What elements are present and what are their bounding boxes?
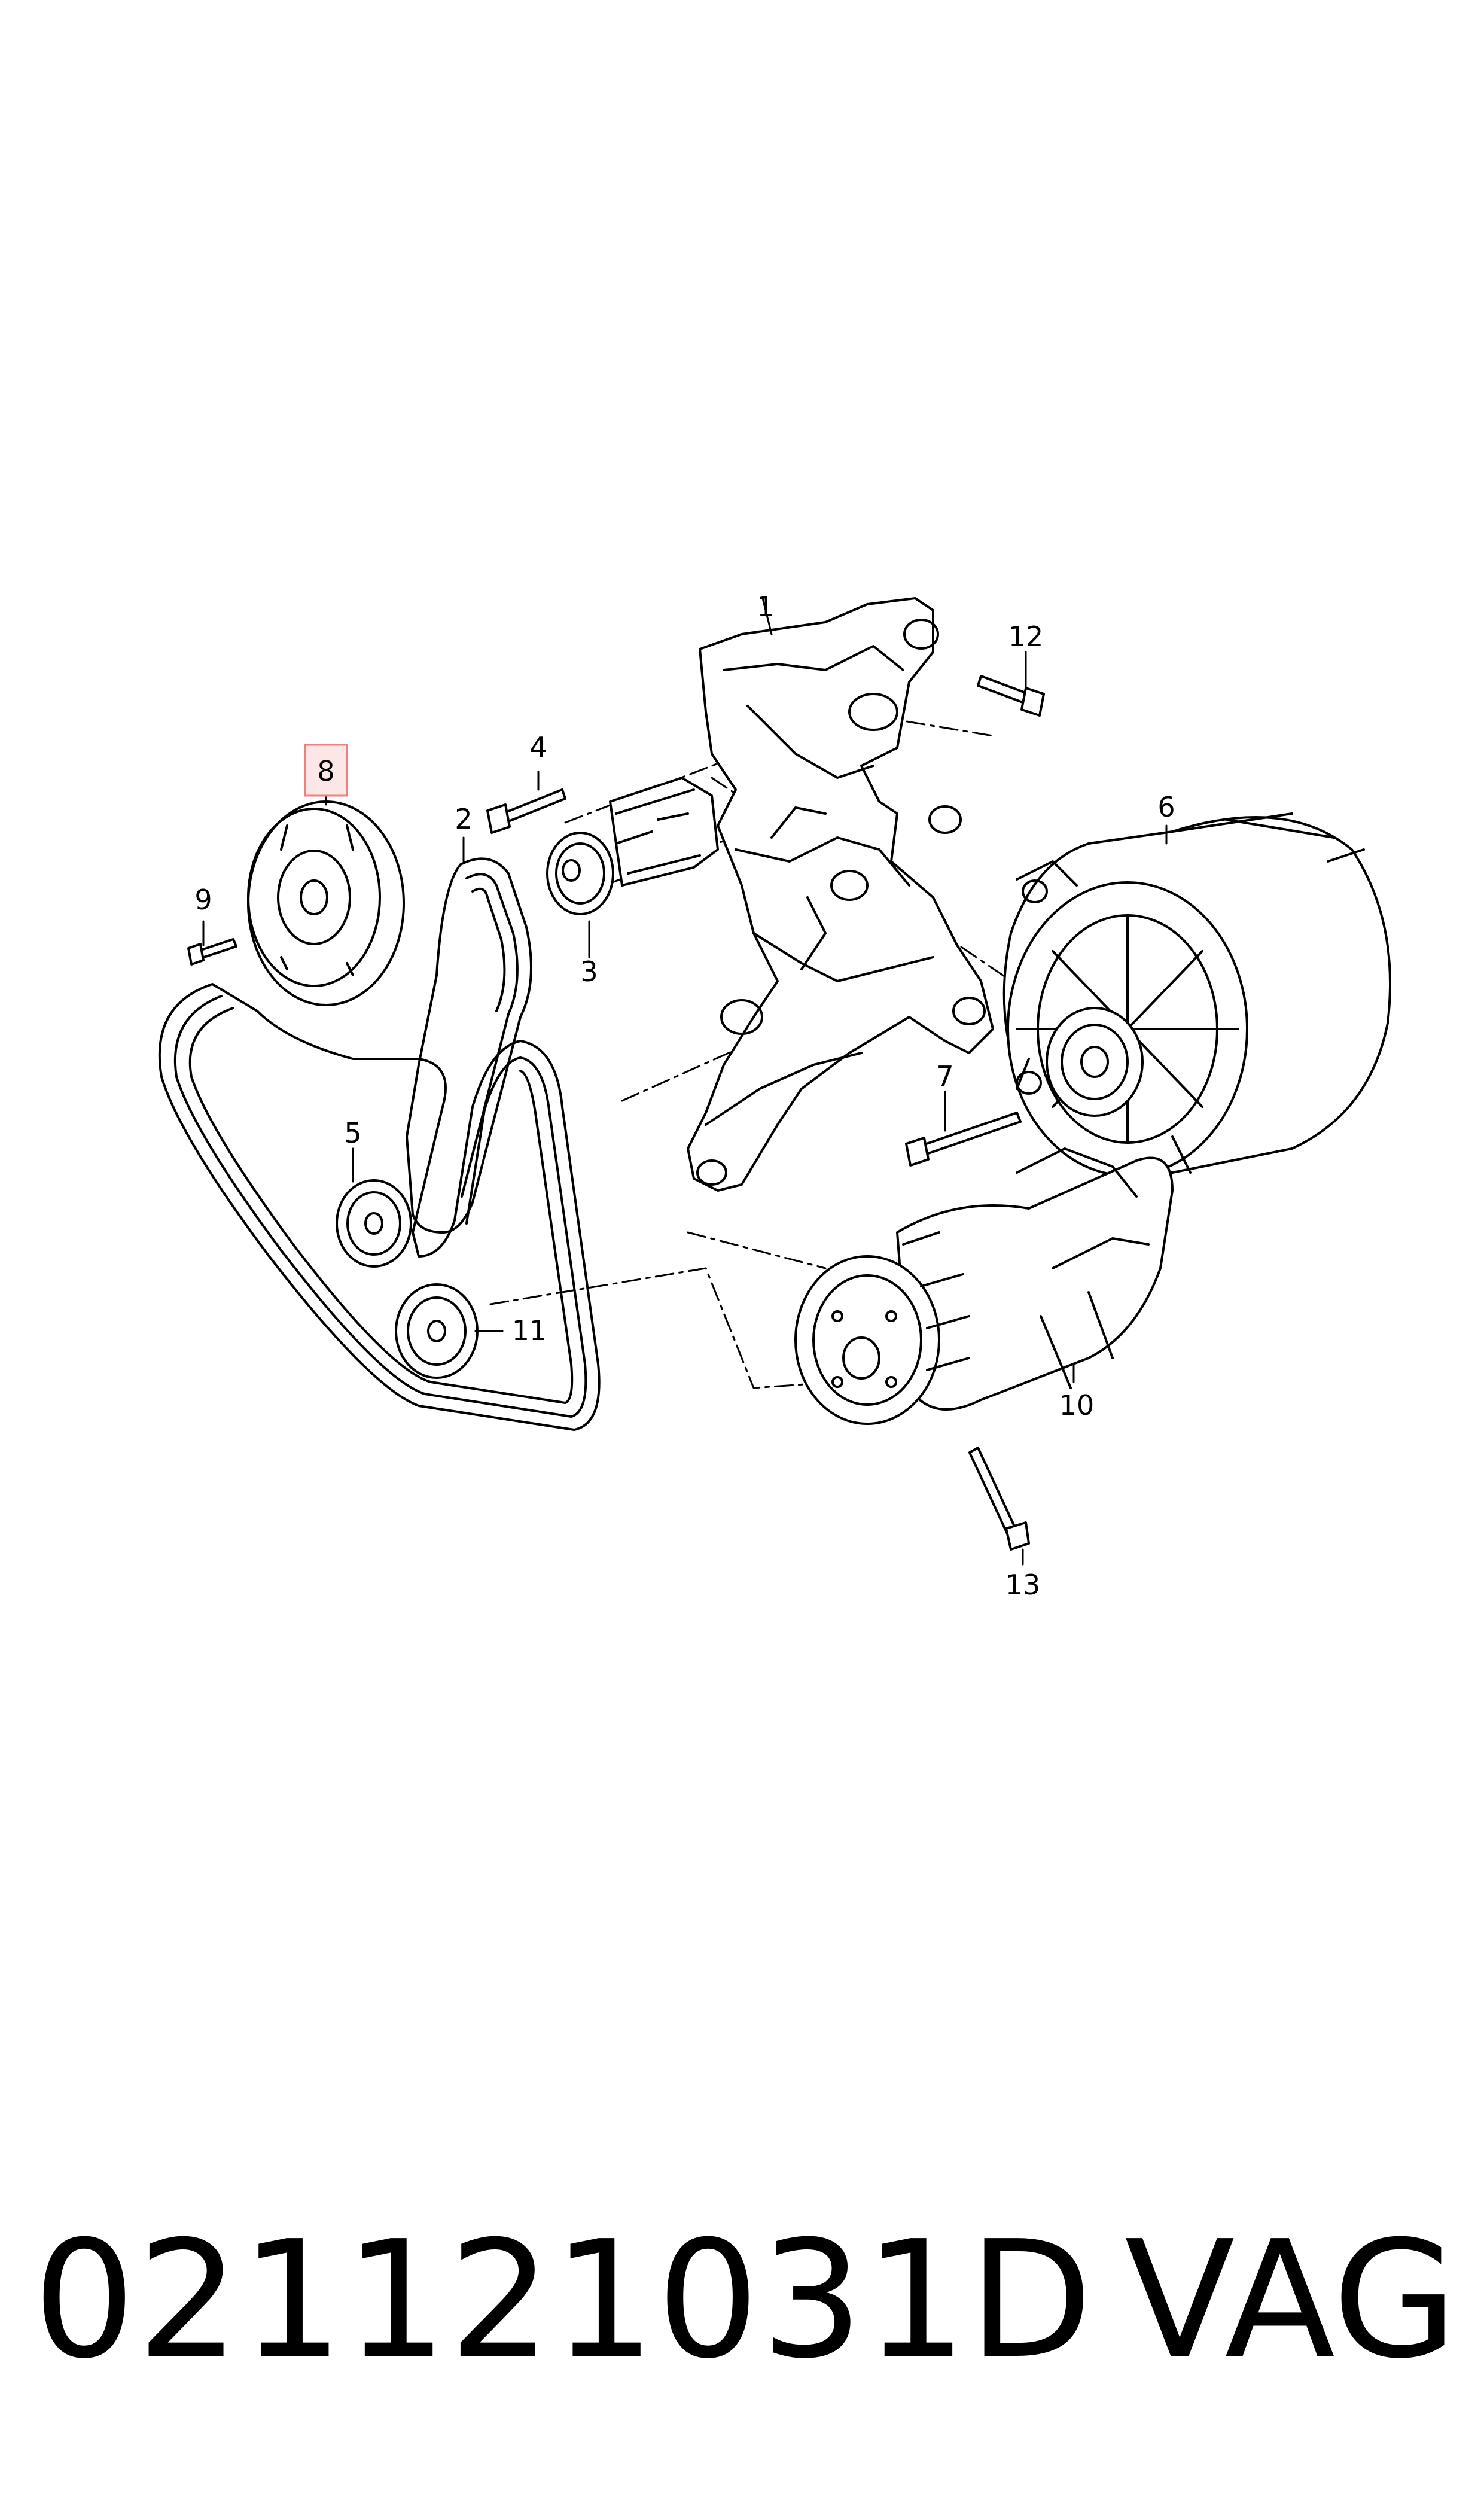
idler-pulley-11	[395, 1283, 479, 1379]
ribbed-v-belt-long	[158, 983, 601, 1431]
alternator	[1002, 812, 1391, 1177]
callout-11: 11	[512, 1314, 547, 1347]
callout-3: 3	[580, 955, 598, 988]
bolt-13	[968, 1447, 1030, 1551]
ac-compressor	[794, 1147, 1174, 1425]
bolt-7	[905, 1112, 1022, 1167]
callout-8: 8	[317, 755, 334, 787]
callout-9: 9	[194, 884, 212, 916]
callout-7: 7	[936, 1060, 953, 1092]
callout-2: 2	[455, 803, 472, 835]
idler-pulley-5	[336, 1179, 412, 1268]
bolt-9	[187, 938, 237, 966]
callout-13: 13	[1005, 1569, 1041, 1601]
highlight-box-8	[304, 744, 348, 797]
idler-pulley-8	[247, 800, 405, 1006]
callout-1: 1	[757, 590, 774, 623]
belt-drive-exploded-diagram: 1 12 4 8 2 6 9 3 7 5 11 10 13	[158, 590, 1391, 1601]
brand-name: VAG	[1125, 2206, 1458, 2394]
ribbed-v-belt-short	[406, 857, 532, 1234]
part-number: 021121031D	[33, 2206, 1094, 2394]
belt-tensioner	[546, 777, 719, 915]
callout-5: 5	[344, 1117, 361, 1149]
callout-10: 10	[1059, 1389, 1095, 1421]
callout-12: 12	[1008, 620, 1044, 653]
callout-4: 4	[529, 731, 547, 763]
leader-lines	[202, 597, 1168, 1566]
bolt-12	[977, 675, 1045, 717]
callout-6: 6	[1157, 791, 1175, 823]
bolt-4	[486, 788, 566, 834]
mounting-bracket	[687, 597, 994, 1192]
